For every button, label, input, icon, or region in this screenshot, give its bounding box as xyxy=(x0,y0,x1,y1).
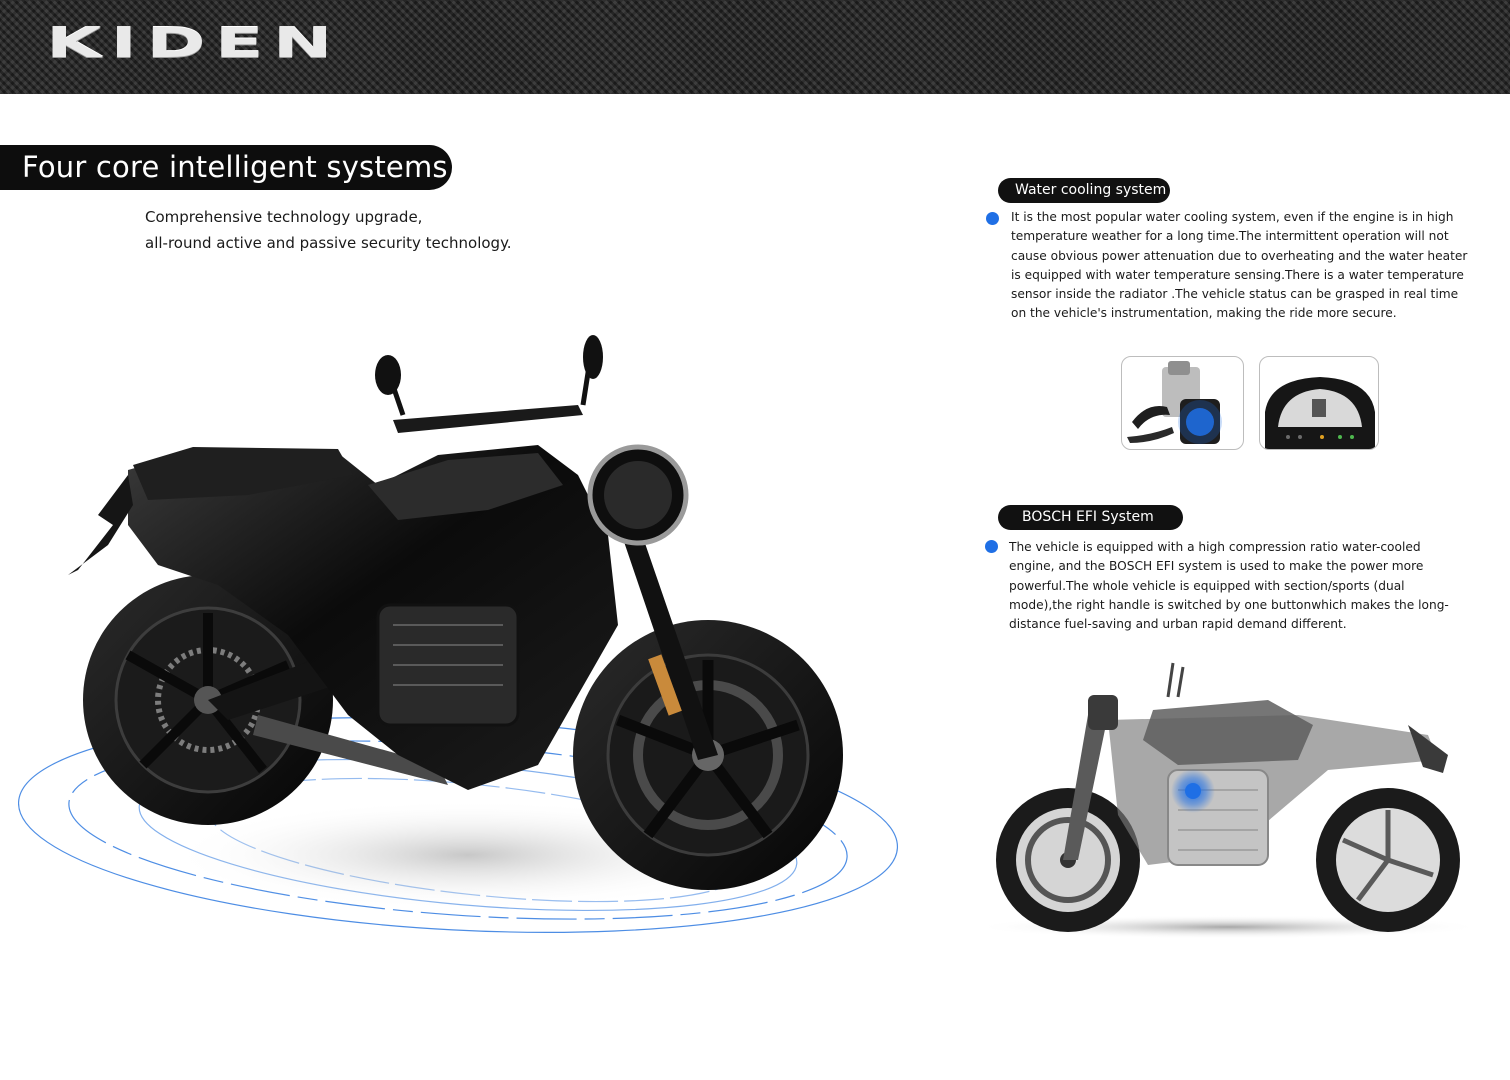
dashboard-image xyxy=(1259,356,1379,450)
blue-dot-icon xyxy=(986,212,999,225)
side-xray-motorcycle-image xyxy=(973,662,1483,939)
page-title: Four core intelligent systems xyxy=(22,150,448,184)
front-wheel xyxy=(573,620,843,890)
water-cooling-description: It is the most popular water cooling sys… xyxy=(1011,210,1468,321)
blue-dot-icon xyxy=(985,540,998,553)
brand-logo: KIDEN xyxy=(46,18,342,67)
section-title-pill: Four core intelligent systems xyxy=(0,145,452,190)
tag-water-cooling: Water cooling system xyxy=(998,178,1170,203)
tag-bosch-efi: BOSCH EFI System xyxy=(998,505,1183,530)
main-motorcycle-image xyxy=(18,335,899,933)
intro-subtitle: Comprehensive technology upgrade, all-ro… xyxy=(145,204,545,256)
bosch-efi-description: The vehicle is equipped with a high comp… xyxy=(1009,540,1449,632)
subtitle-line-2: all-round active and passive security te… xyxy=(145,234,512,252)
subtitle-line-1: Comprehensive technology upgrade, xyxy=(145,208,423,226)
header-banner: KIDEN xyxy=(0,0,1510,94)
radiator-image xyxy=(1121,356,1244,450)
